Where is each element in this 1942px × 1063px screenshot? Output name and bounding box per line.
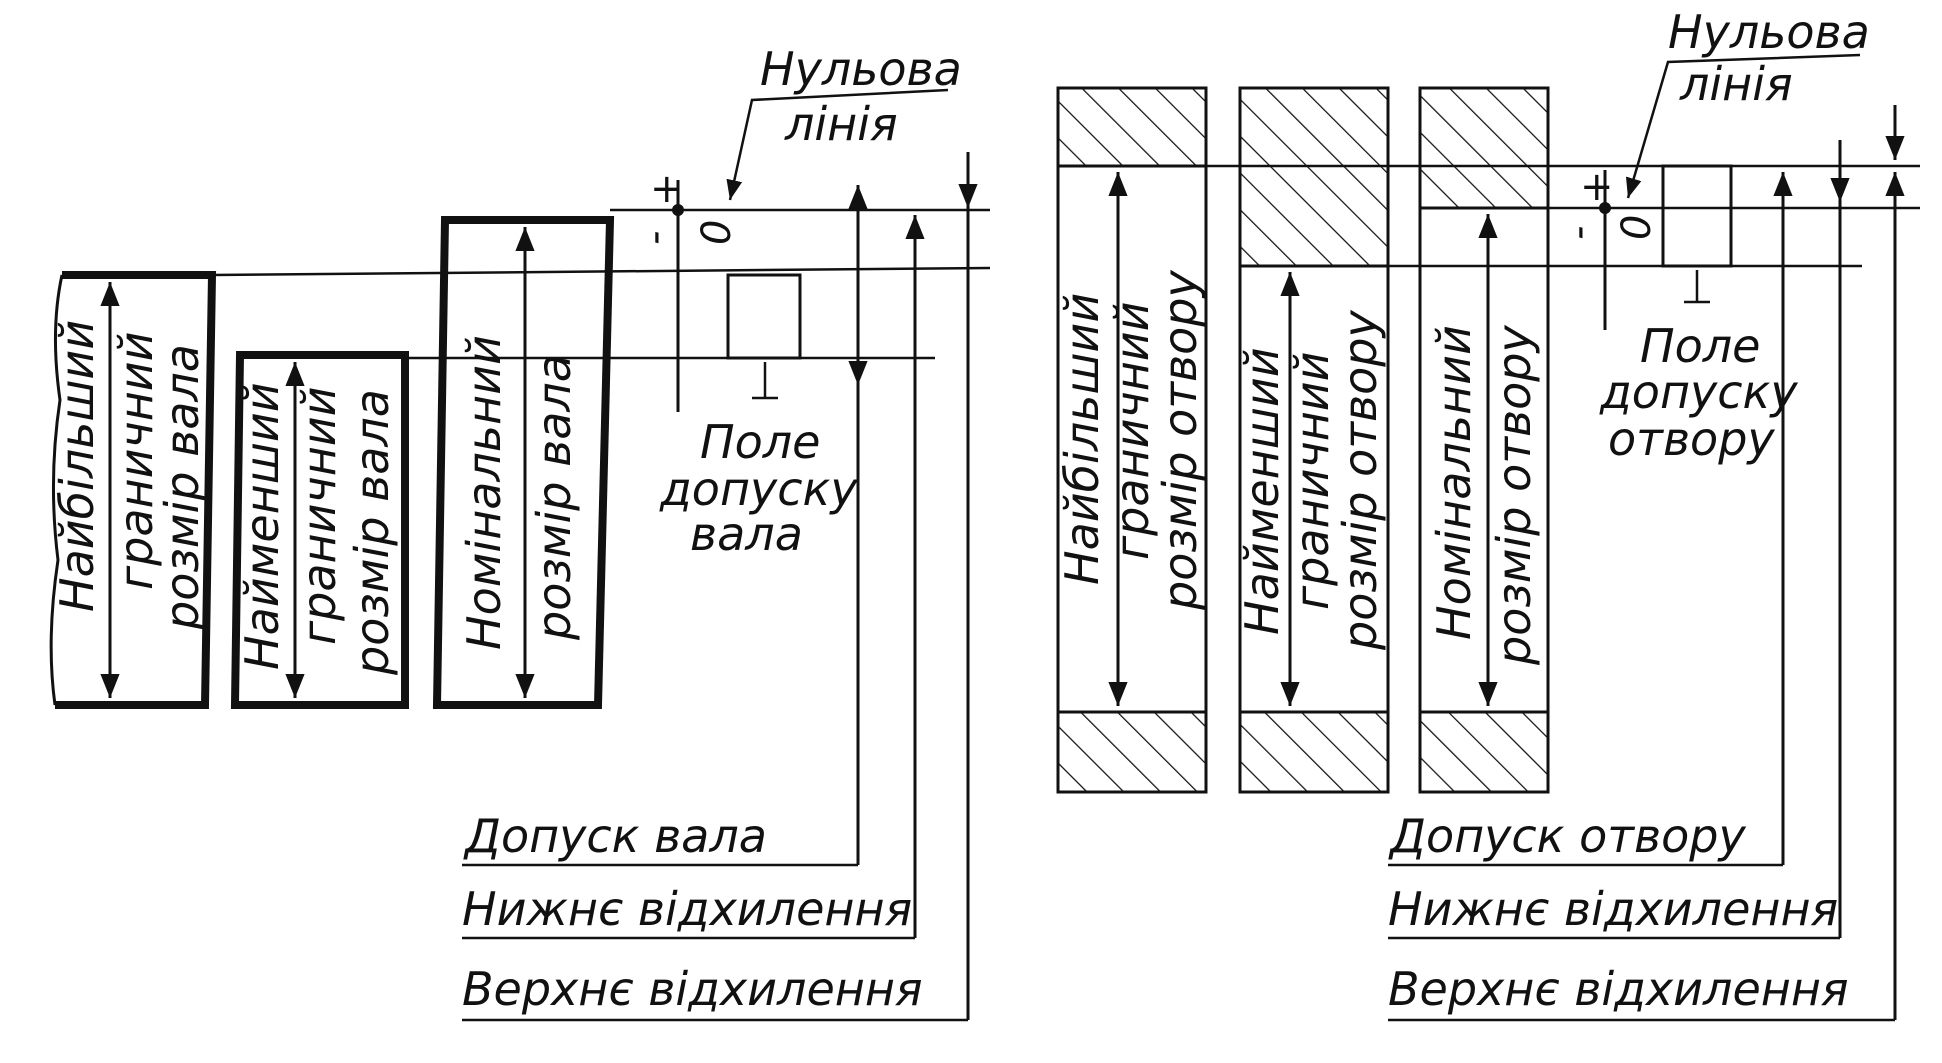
shaft-zero-line-leader bbox=[726, 88, 949, 201]
hole-zero-line-title-1: Нульова bbox=[1668, 5, 1870, 59]
shaft-tolerance-label: Допуск вала bbox=[463, 809, 767, 863]
hole-upper-dev-label: Верхнє відхилення bbox=[1388, 962, 1849, 1016]
shaft-zero-dot bbox=[672, 204, 684, 216]
hole-zero-line-leader bbox=[1625, 53, 1861, 199]
smallest-hole-label-3: розмір отвору bbox=[1333, 310, 1387, 651]
hole-tolerance-label: Допуск отвору bbox=[1388, 809, 1746, 863]
hole-zero-dot bbox=[1599, 202, 1611, 214]
shaft-plus-sign: + bbox=[650, 166, 684, 212]
largest-hole-top-hatch bbox=[1056, 86, 1208, 168]
shaft-lower-dev-label: Нижнє відхилення bbox=[462, 882, 912, 936]
nominal-hole-label-2: розмір отвору bbox=[1487, 325, 1541, 666]
largest-shaft-label-2: граничний bbox=[109, 331, 163, 590]
largest-shaft-label-1: Найбільший bbox=[50, 320, 104, 612]
hole-plus-sign: + bbox=[1580, 164, 1614, 210]
largest-shaft-label-3: розмір вала bbox=[155, 344, 209, 631]
shaft-field-label-3: вала bbox=[690, 507, 803, 561]
hole-zero-line-title-2: лінія bbox=[1679, 57, 1793, 111]
smallest-hole-block: Найменший граничний розмір отвору bbox=[1235, 86, 1390, 794]
largest-hole-label-3: розмір отвору bbox=[1153, 270, 1207, 611]
smallest-hole-bottom-hatch bbox=[1238, 710, 1390, 794]
nominal-shaft-label-2: розмір вала bbox=[527, 354, 581, 641]
smallest-hole-top-hatch bbox=[1238, 86, 1390, 268]
smallest-shaft-label-3: розмір вала bbox=[345, 389, 399, 676]
largest-hole-label-1: Найбільший bbox=[1055, 293, 1109, 585]
smallest-shaft-label-2: граничний bbox=[292, 386, 346, 645]
largest-hole-label-2: граничний bbox=[1105, 301, 1159, 560]
hole-diagram: Найбільший граничний розмір отвору Найме… bbox=[1055, 5, 1920, 1022]
smallest-shaft-block: Найменший граничний розмір вала bbox=[230, 351, 409, 709]
shaft-field-label-2: допуску bbox=[659, 462, 858, 516]
nominal-hole-bottom-hatch bbox=[1418, 710, 1550, 794]
hole-minus-sign: - bbox=[1556, 226, 1602, 240]
shaft-upper-dev-label: Верхнє відхилення bbox=[462, 962, 923, 1016]
nominal-hole-block: Номінальний розмір отвору bbox=[1418, 86, 1550, 794]
nominal-hole-label-1: Номінальний bbox=[1427, 325, 1481, 640]
hole-zero-label: 0 bbox=[1614, 215, 1660, 240]
hole-field-label-1: Поле bbox=[1640, 319, 1760, 373]
smallest-hole-label-2: граничний bbox=[1285, 351, 1339, 610]
shaft-minus-sign: - bbox=[632, 231, 678, 245]
smallest-hole-label-1: Найменший bbox=[1235, 347, 1289, 635]
nominal-hole-top-hatch bbox=[1418, 86, 1550, 210]
shaft-zero-line-title-1: Нульова bbox=[760, 42, 962, 96]
shaft-tolerance-field bbox=[726, 273, 802, 360]
largest-hole-bottom-hatch bbox=[1056, 710, 1208, 794]
hole-field-label-3: отвору bbox=[1608, 412, 1775, 466]
hole-field-label-2: допуску bbox=[1599, 365, 1798, 419]
nominal-shaft-block: Номінальний розмір вала bbox=[432, 216, 615, 709]
shaft-diagram: Найбільший граничний розмір вала Найменш… bbox=[49, 42, 991, 1022]
shaft-upper-limit-line bbox=[211, 266, 991, 277]
hole-tolerance-field bbox=[1661, 164, 1733, 268]
largest-shaft-block: Найбільший граничний розмір вала bbox=[49, 271, 217, 709]
smallest-shaft-label-1: Найменший bbox=[235, 382, 289, 670]
shaft-zero-line-title-2: лінія bbox=[784, 97, 898, 151]
largest-hole-block: Найбільший граничний розмір отвору bbox=[1055, 86, 1208, 794]
hole-lower-dev-label: Нижнє відхилення bbox=[1388, 882, 1838, 936]
shaft-zero-label: 0 bbox=[694, 220, 740, 245]
nominal-shaft-label-1: Номінальний bbox=[457, 335, 511, 650]
shaft-field-label-1: Поле bbox=[700, 415, 820, 469]
